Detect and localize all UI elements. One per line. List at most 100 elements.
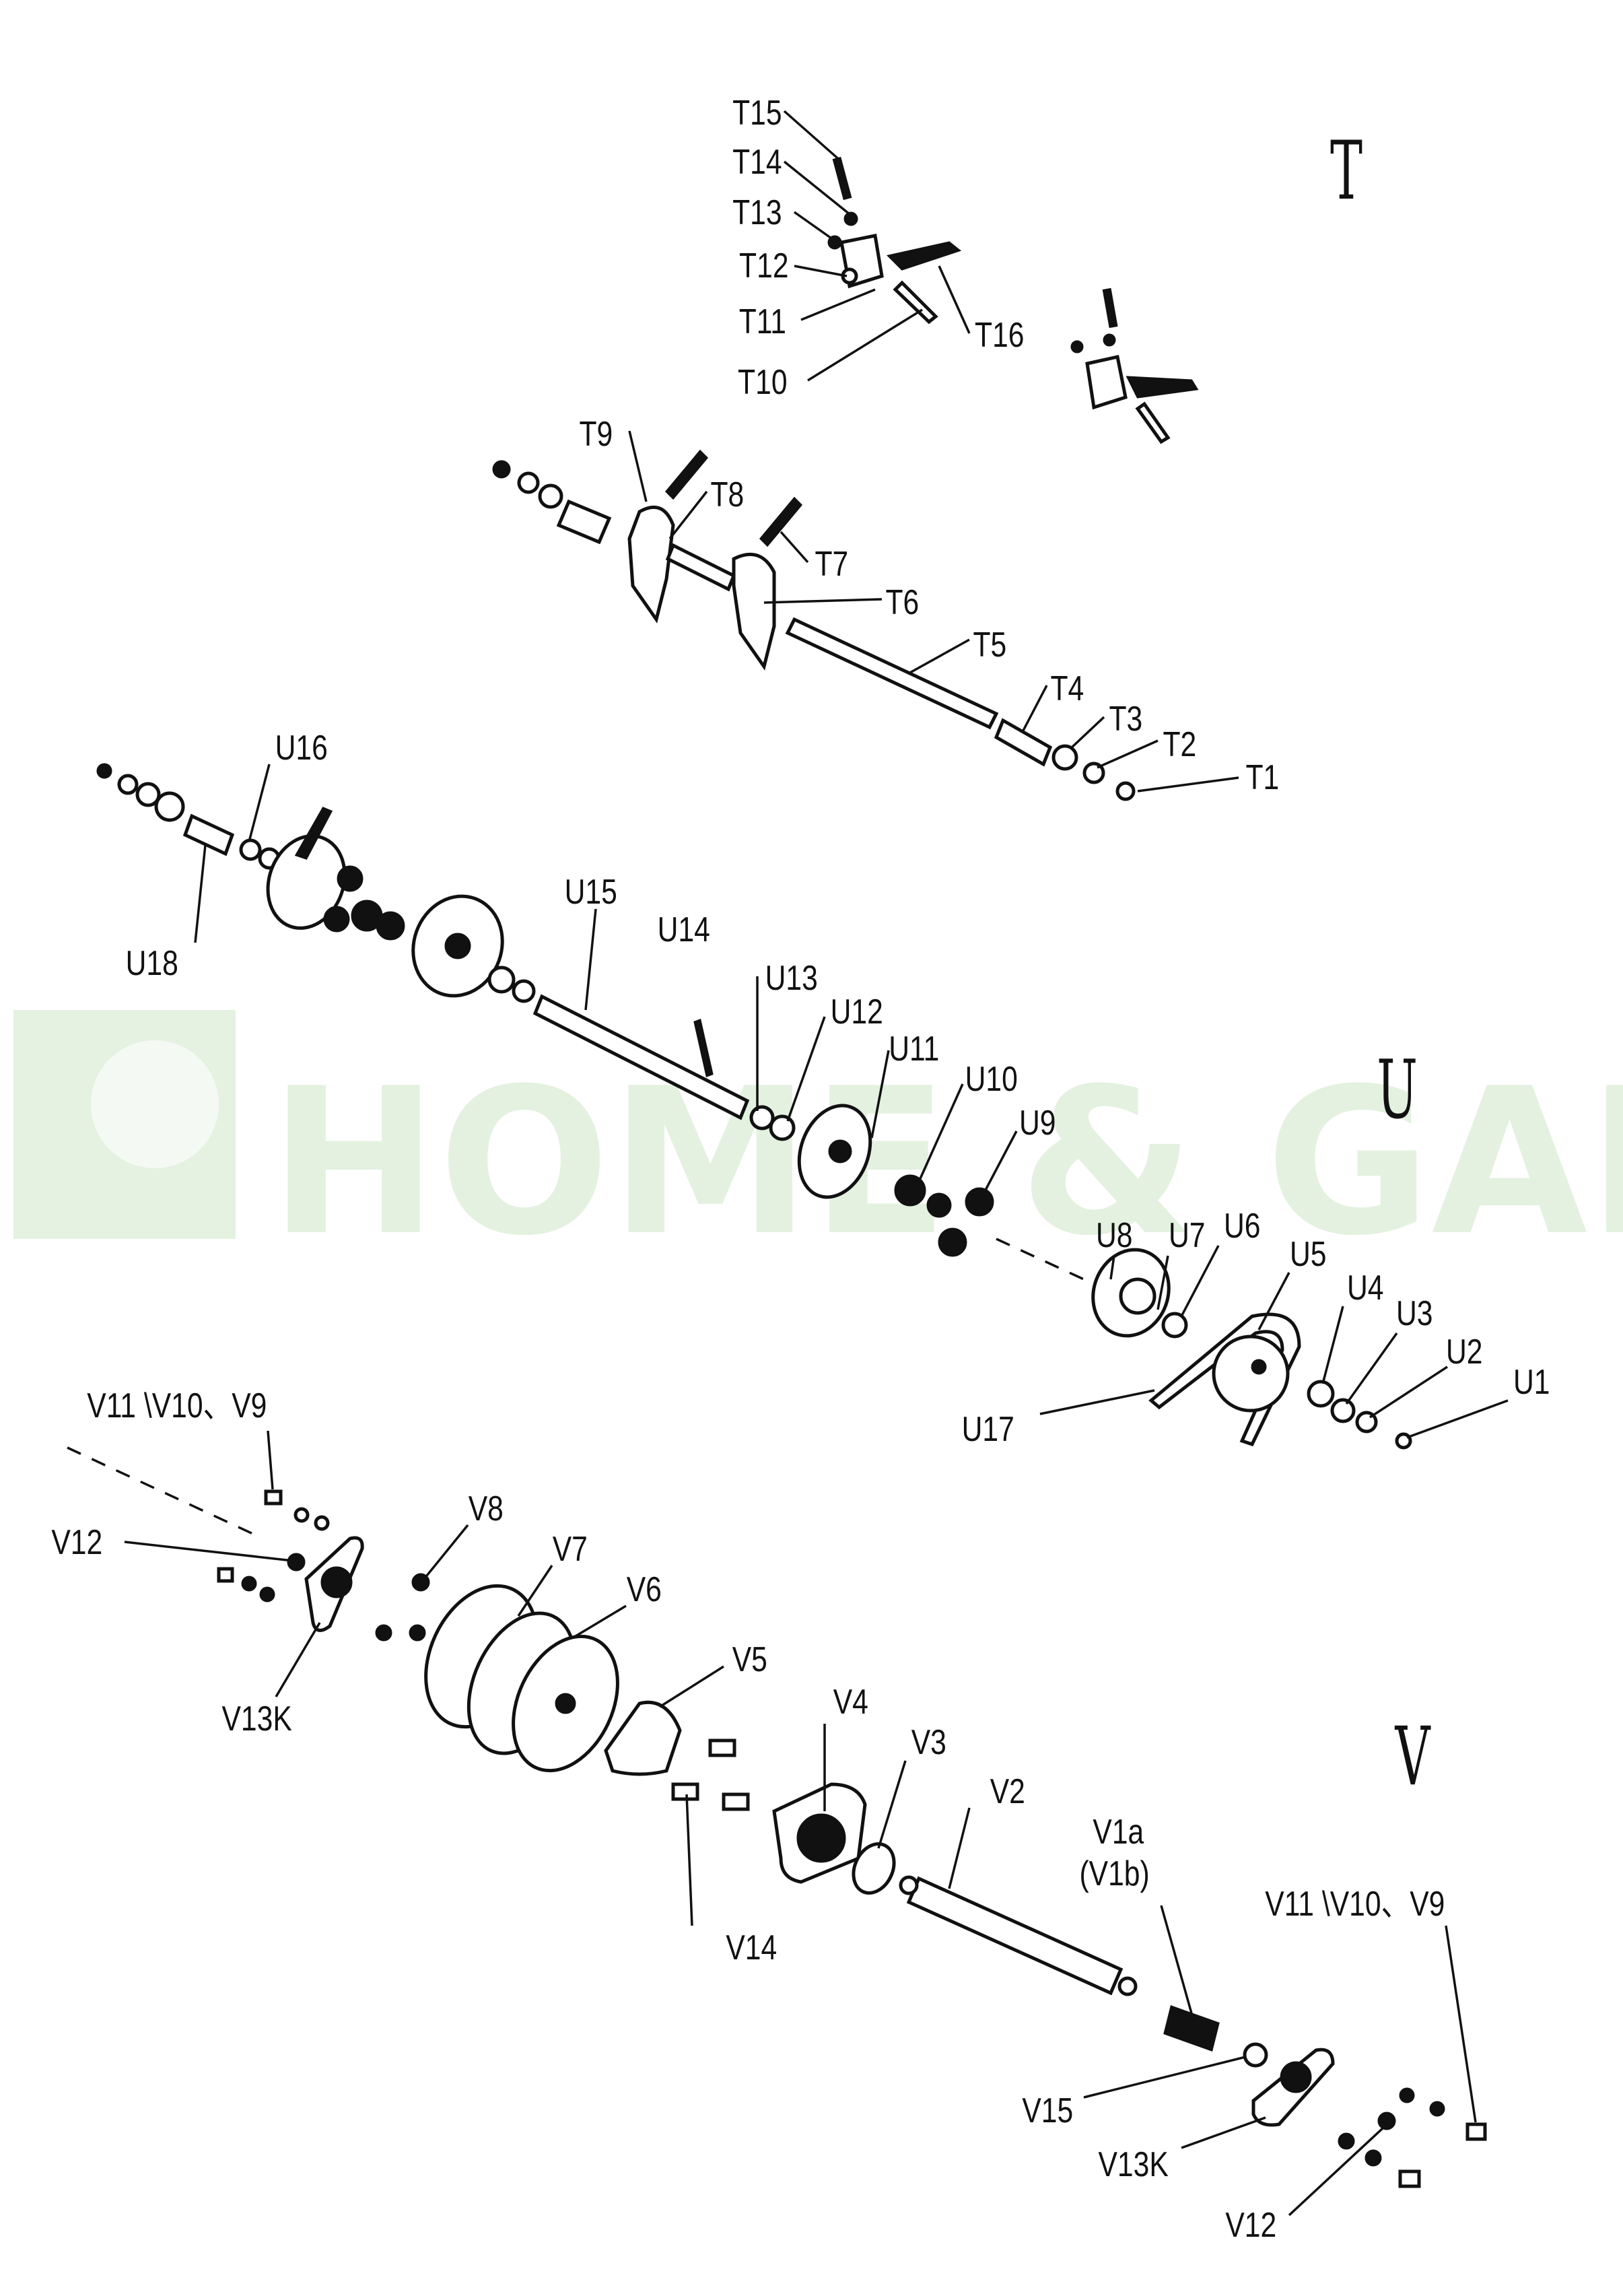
label-t12: T12 [739,246,788,285]
leader-v9-right [1445,1925,1477,2123]
label-u4: U4 [1347,1269,1384,1308]
label-v12-left: V12 [51,1523,102,1562]
v8-nut-2 [375,1624,392,1642]
label-t16: T16 [975,316,1024,355]
u6-washer [1161,1312,1188,1339]
v2-shaft-tip [899,1875,919,1895]
t9-spring [664,449,709,500]
u-washer-mid-1 [487,966,516,994]
v9-bolt [264,1489,283,1506]
leader-u8 [1109,1255,1115,1280]
v-right-bolt [1398,2169,1421,2188]
label-v3: V3 [911,1723,946,1762]
leader-u10 [918,1083,964,1182]
t-left-washer-1 [517,471,540,494]
leader-t6 [763,598,883,604]
leader-t14 [783,160,851,215]
u17-sprocket-hub [1251,1359,1267,1375]
label-t10: T10 [738,363,787,402]
label-u8: U8 [1096,1216,1133,1255]
v4-bearing [796,1813,846,1863]
v12-right-nut [1377,2112,1396,2130]
u-disc-plate [266,834,347,930]
u-small-gear-1 [337,865,364,892]
section-u-leaders [194,764,1509,1439]
v-axis-dash-left [67,1446,256,1537]
u-washer-left-2 [135,782,161,807]
t16-lever-handle [887,241,962,271]
leader-u12 [786,1016,826,1122]
section-u-assembly [96,763,1412,1450]
leader-u11 [870,1050,890,1139]
label-v12-right: V12 [1225,2206,1276,2245]
t-right-nut [1103,333,1116,347]
leader-t10 [807,308,923,382]
leader-v2 [948,1807,971,1889]
t-left-washer-2 [538,483,563,509]
leader-v12-left [124,1541,293,1562]
leader-u6 [1180,1245,1220,1317]
section-t-leaders [628,110,1239,792]
v14-bolt-2 [722,1792,750,1811]
leader-t7 [780,531,809,564]
leader-t13 [793,211,835,241]
leader-u15 [584,908,597,1011]
leader-t12 [794,265,848,277]
u13-washer [749,1105,775,1130]
label-t1: T1 [1245,758,1279,797]
u-large-gear-hub [444,933,471,959]
t6-arm [732,552,776,671]
v13k-left-bearing [320,1566,353,1598]
t-right-bracket [1085,355,1128,410]
section-t-title: T [1330,125,1362,218]
t-left-bolt-head [492,460,511,479]
u5-chain [1148,1312,1301,1447]
label-u6: U6 [1224,1207,1261,1246]
leader-u3 [1345,1332,1398,1405]
section-v-leaders [124,1430,1477,2217]
v9-right-bolt [1465,2122,1487,2141]
label-u1: U1 [1513,1363,1550,1402]
label-u18: U18 [126,944,178,983]
u7-disc [1119,1277,1156,1315]
label-t15: T15 [732,94,782,133]
label-v13k-right: V13K [1098,2145,1169,2184]
leader-t2 [1097,739,1159,769]
u11-gear-hub [828,1139,852,1163]
t-right-nut-2 [1070,340,1084,353]
u17-sprocket [1212,1335,1290,1413]
u-bolt-left [96,763,112,779]
t1-bolt [1115,781,1136,801]
v15-washer [1243,2042,1268,2068]
label-t11: T11 [739,302,786,341]
label-t4: T4 [1050,669,1084,708]
u9-gear [926,1192,952,1218]
t5-shaft [785,617,999,730]
t-right-lever [1126,376,1199,399]
label-v8: V8 [469,1489,504,1528]
v11-washer [314,1515,330,1531]
leader-v1a [1160,1905,1193,2014]
label-u13: U13 [765,959,818,998]
leader-t16 [938,265,971,334]
v12-nut-2 [241,1576,257,1592]
v2-shaft-end [1117,1976,1138,1996]
v12-nut-3 [259,1586,275,1602]
leader-v7 [517,1565,553,1617]
label-u17: U17 [962,1410,1014,1449]
leader-u17 [1039,1389,1155,1415]
t10-pin [893,280,938,325]
section-u-labels: U U16 U18 U15 U14 U13 U12 U11 U10 U9 U8 … [126,729,1550,1449]
leader-t8 [668,490,708,540]
t14-nut [843,211,858,226]
label-t9: T9 [579,415,613,454]
leader-u2 [1369,1365,1448,1419]
leader-v14 [685,1794,693,1926]
leader-u18 [194,844,207,943]
label-t3: T3 [1109,700,1142,739]
leader-v5 [659,1665,724,1708]
leader-v13k-right [1181,2116,1266,2149]
leader-u4 [1321,1306,1344,1384]
label-v11-v10-v9-left: V11 \V10、V9 [87,1386,267,1425]
u-nut-left [154,791,185,822]
